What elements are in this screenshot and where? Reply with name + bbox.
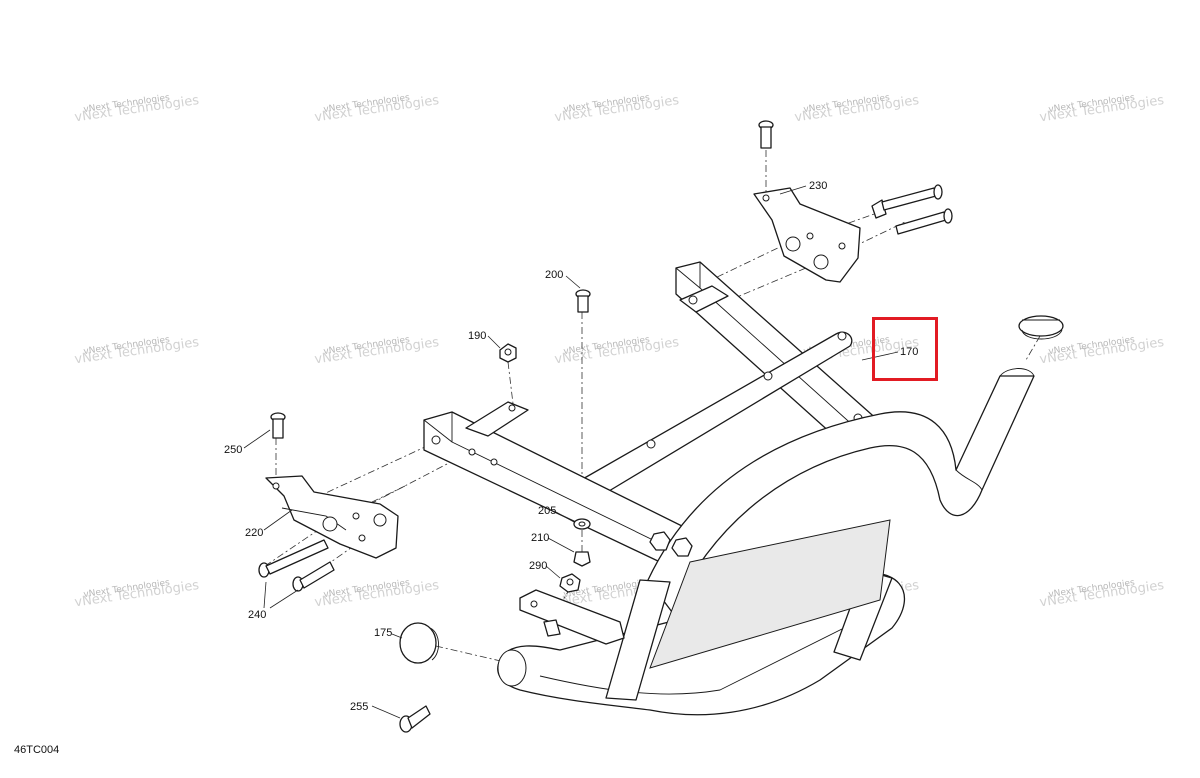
callout-label-255[interactable]: 255	[350, 701, 368, 713]
end-cap-icon	[1018, 315, 1064, 340]
tube-end	[497, 649, 527, 687]
pin-icon	[871, 184, 943, 219]
nut-icon	[499, 343, 517, 363]
mount-nuts	[649, 531, 693, 557]
strap-hole	[763, 371, 773, 381]
strap-hole	[837, 331, 847, 341]
bushing	[813, 254, 829, 270]
callout-label-175[interactable]: 175	[374, 627, 392, 639]
bumper-tube	[497, 368, 1035, 716]
fasteners	[258, 120, 1064, 733]
callout-label-210[interactable]: 210	[531, 532, 549, 544]
callout-label-205[interactable]: 205	[538, 505, 556, 517]
bushing	[373, 513, 387, 527]
watermark: vNext Technologies vNext Technologies	[74, 335, 201, 367]
strap-hole	[646, 439, 656, 449]
pin-icon	[895, 208, 953, 235]
bracket-hole	[688, 295, 698, 305]
bushing	[322, 516, 338, 532]
nut-icon	[573, 551, 591, 567]
callout-label-230[interactable]: 230	[809, 180, 827, 192]
bolt-icon	[575, 289, 591, 313]
drawing-code: 46TC004	[14, 744, 60, 756]
bushing	[352, 512, 360, 520]
pivot-bracket-lower	[265, 475, 399, 559]
callout-label-290[interactable]: 290	[529, 560, 547, 572]
tube-hole	[490, 458, 498, 466]
tube-hole	[431, 435, 441, 445]
bracket-hole	[272, 482, 280, 490]
bolt-icon	[399, 705, 431, 733]
callout-label-240[interactable]: 240	[248, 609, 266, 621]
lower-bracket	[519, 589, 625, 645]
plug-icon	[399, 622, 439, 664]
bolt-icon	[270, 412, 286, 439]
leader-lines	[243, 185, 899, 719]
bracket-hole	[358, 534, 366, 542]
bracket-hole	[838, 242, 846, 250]
bracket-hole	[530, 600, 538, 608]
highlight-box	[872, 317, 938, 381]
watermark: vNext Technologies vNext Technologies	[314, 93, 441, 125]
callout-label-200[interactable]: 200	[545, 269, 563, 281]
watermark: vNext Technologies vNext Technologies	[1039, 578, 1166, 610]
watermark: vNext Technologies vNext Technologies	[1039, 335, 1166, 367]
bracket-hole	[806, 232, 814, 240]
callout-label-170[interactable]: 170	[900, 346, 918, 358]
callout-label-250[interactable]: 250	[224, 444, 242, 456]
callout-label-190[interactable]: 190	[468, 330, 486, 342]
watermark: vNext Technologies vNext Technologies	[314, 578, 441, 610]
bolt-icon	[758, 120, 774, 149]
pin-icon	[292, 561, 335, 592]
callout-label-220[interactable]: 220	[245, 527, 263, 539]
bracket-hole	[762, 194, 770, 202]
watermark: vNext Technologies vNext Technologies	[314, 335, 441, 367]
callout-labels: 230 200 190 170 250 220 205 210 290 240 …	[224, 180, 918, 713]
watermark: vNext Technologies vNext Technologies	[554, 335, 681, 367]
nut-icon	[559, 573, 581, 593]
watermark: vNext Technologies vNext Technologies	[794, 93, 921, 125]
tube-hole	[468, 448, 476, 456]
watermark: vNext Technologies vNext Technologies	[74, 578, 201, 610]
pivot-bracket-upper	[753, 187, 861, 283]
pin-icon	[258, 539, 329, 578]
left-square-tube	[423, 401, 691, 563]
bracket-hole	[508, 404, 516, 412]
bushing	[785, 236, 801, 252]
watermark: vNext Technologies vNext Technologies	[554, 93, 681, 125]
watermark: vNext Technologies vNext Technologies	[74, 93, 201, 125]
washer-icon	[573, 518, 591, 530]
watermark: vNext Technologies vNext Technologies	[1039, 93, 1166, 125]
